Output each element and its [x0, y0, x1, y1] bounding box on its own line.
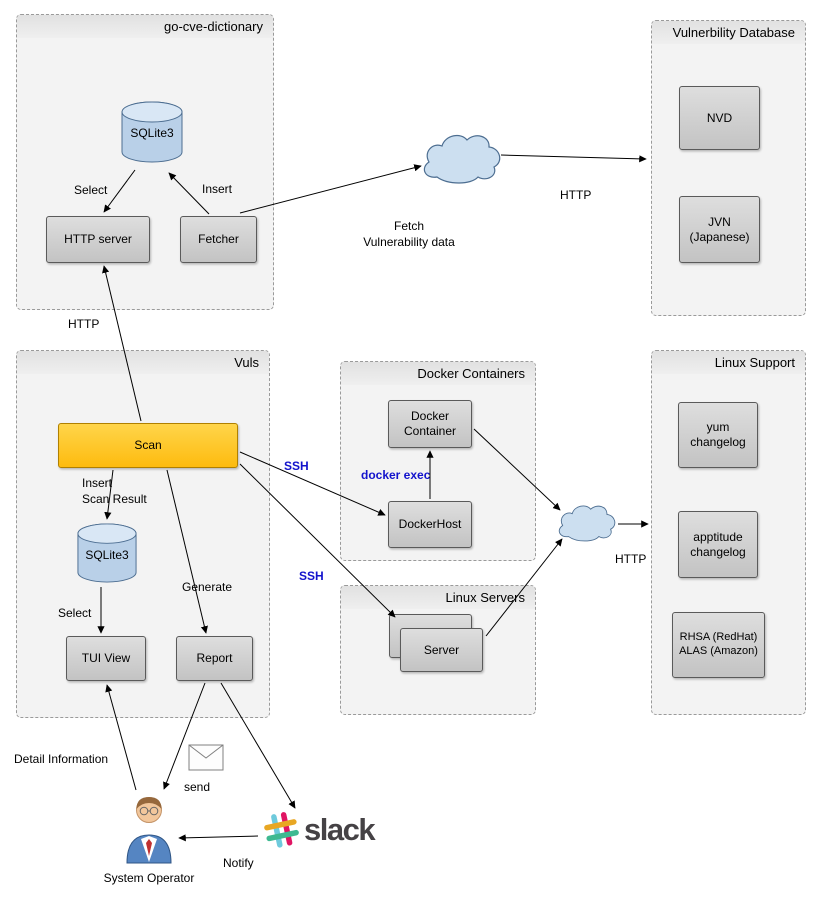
- node-report: Report: [176, 636, 253, 681]
- database-cylinder-icon: [121, 101, 183, 163]
- node-http-server: HTTP server: [46, 216, 150, 263]
- group-vulnerability-database: Vulnerbility Database: [651, 20, 806, 316]
- group-vulnerability-database-title: Vulnerbility Database: [652, 21, 805, 44]
- label-notify: Notify: [223, 856, 254, 870]
- node-nvd: NVD: [679, 86, 760, 150]
- sqlite3-vuls-database: SQLite3: [76, 522, 138, 584]
- node-scan: Scan: [58, 423, 238, 468]
- label-insert-scan-result: Insert Scan Result: [82, 476, 147, 506]
- label-docker-exec: docker exec: [361, 468, 431, 482]
- label-http-cve: HTTP: [68, 317, 100, 331]
- group-linux-support-title: Linux Support: [652, 351, 805, 374]
- slack-wordmark: slack: [304, 812, 376, 847]
- node-jvn: JVN (Japanese): [679, 196, 760, 263]
- database-cylinder-icon: [77, 523, 137, 583]
- internet-cloud-fetch: [423, 134, 501, 184]
- operator-hair: [136, 797, 162, 809]
- label-insert-cve: Insert: [202, 182, 233, 196]
- node-docker-host: DockerHost: [388, 501, 472, 548]
- label-http-vulndb: HTTP: [560, 188, 592, 202]
- group-docker-containers-title: Docker Containers: [341, 362, 535, 385]
- arrow-slack-to-operator: [178, 834, 259, 842]
- label-send: send: [184, 780, 211, 794]
- mail-icon: [188, 744, 224, 771]
- node-apptitude-changelog: apptitude changelog: [678, 511, 758, 578]
- node-server: Server: [400, 628, 483, 672]
- label-system-operator: System Operator: [103, 871, 195, 885]
- label-detail-information: Detail Information: [14, 752, 109, 766]
- slack-hash-icon: [264, 812, 299, 848]
- group-go-cve-dictionary-title: go-cve-dictionary: [17, 15, 273, 38]
- internet-cloud-support: [558, 505, 616, 542]
- sqlite3-cve-database: SQLite3: [120, 100, 184, 164]
- arrow-cloud-to-vulndb: [500, 154, 647, 163]
- node-yum-changelog: yum changelog: [678, 402, 758, 468]
- group-vuls-title: Vuls: [17, 351, 269, 374]
- label-http-support: HTTP: [615, 552, 647, 566]
- operator-tie: [146, 839, 152, 856]
- node-rhsa-alas: RHSA (RedHat) ALAS (Amazon): [672, 612, 765, 678]
- node-docker-container: Docker Container: [388, 400, 472, 448]
- sqlite3-cve-label: SQLite3: [130, 126, 174, 140]
- system-operator-figure: [120, 792, 178, 864]
- node-tui-view: TUI View: [66, 636, 146, 681]
- label-ssh-docker: SSH: [284, 459, 309, 473]
- label-select-vuls: Select: [58, 606, 92, 620]
- slack-logo: slack: [262, 808, 382, 854]
- label-fetch-vulnerability-data: Fetch Vulnerability data: [363, 219, 455, 249]
- group-linux-servers-title: Linux Servers: [341, 586, 535, 609]
- node-fetcher: Fetcher: [180, 216, 257, 263]
- sqlite3-vuls-label: SQLite3: [85, 548, 129, 562]
- label-generate: Generate: [182, 580, 233, 594]
- label-select-cve: Select: [74, 183, 108, 197]
- label-ssh-linux: SSH: [299, 569, 324, 583]
